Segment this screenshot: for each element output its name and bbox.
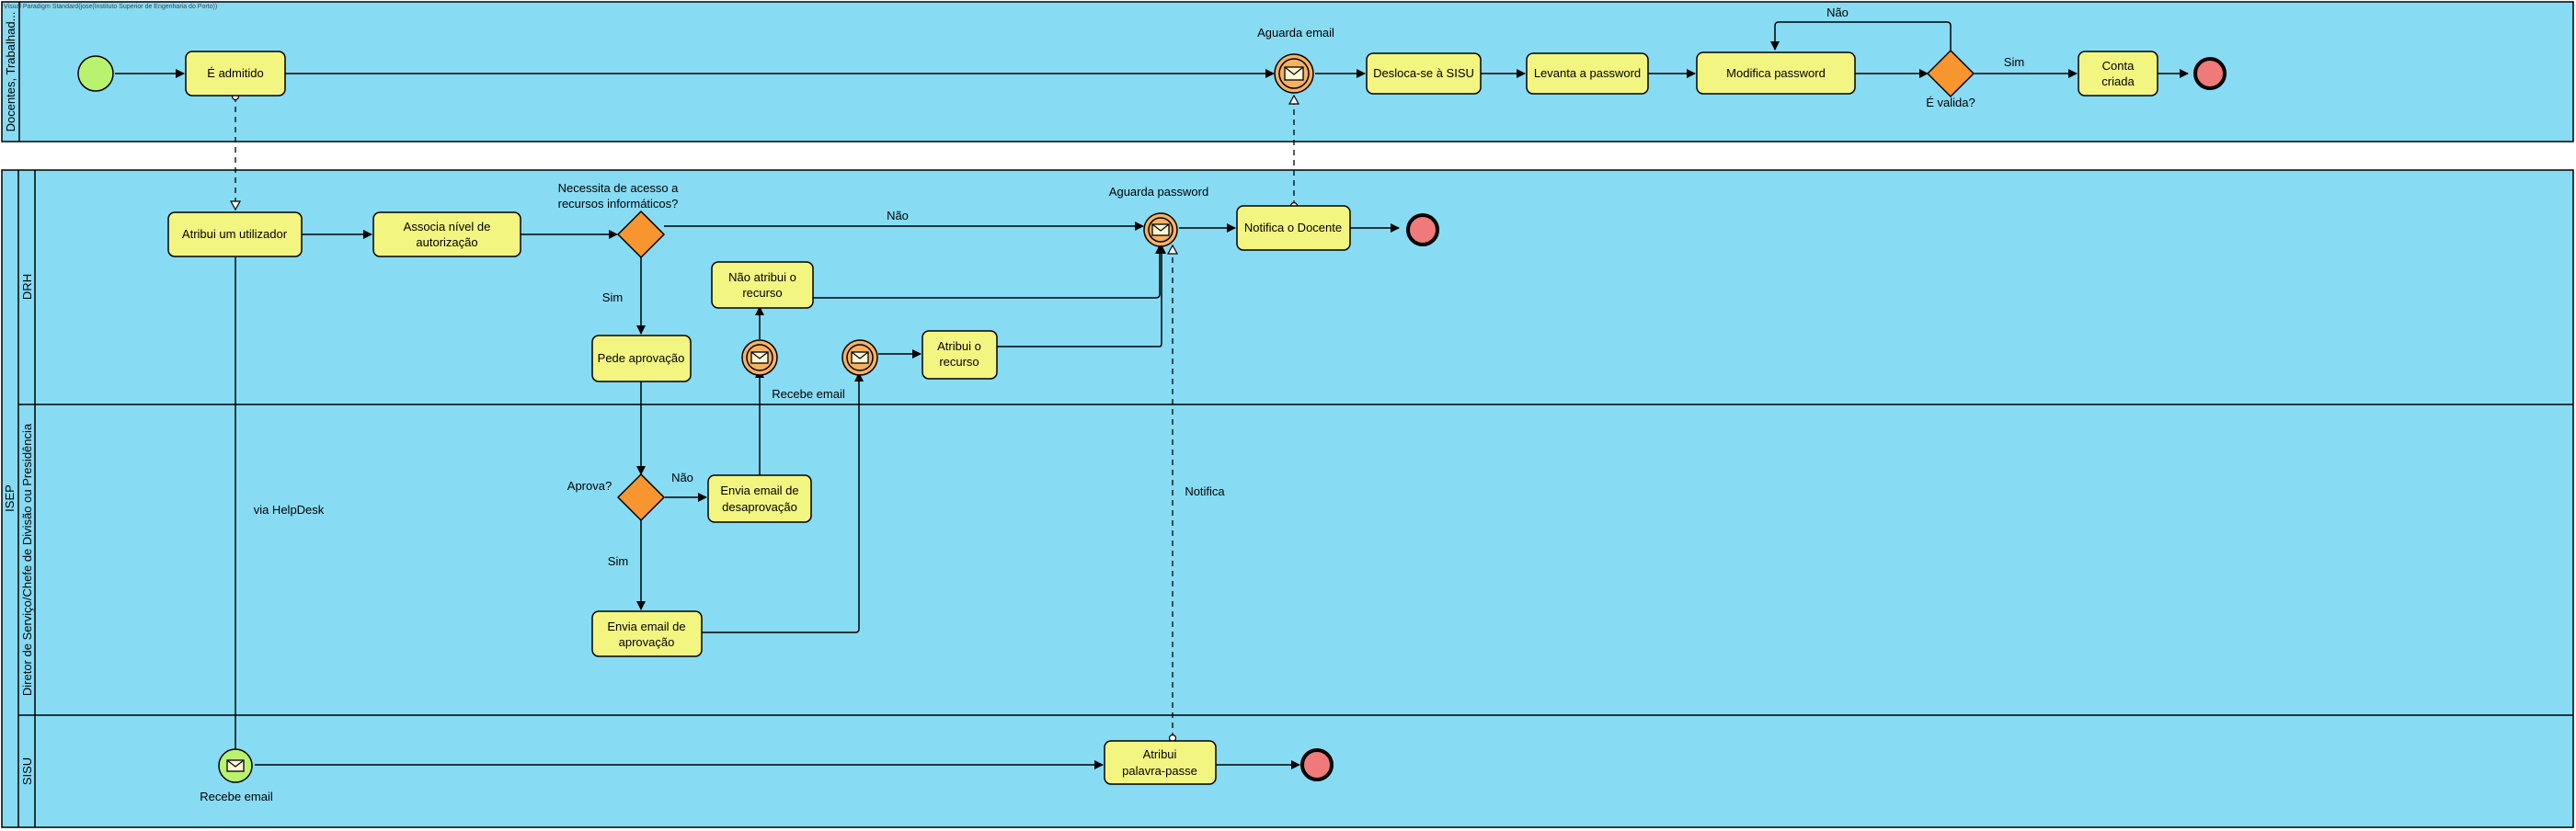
label-necessita-line2: recursos informáticos? [558, 197, 679, 211]
label-e-valida: É valida? [1926, 96, 1975, 109]
lane-drh-label: DRH [20, 274, 34, 300]
pool-isep-label: ISEP [3, 484, 17, 512]
label-via-helpdesk: via HelpDesk [254, 503, 325, 517]
task-atribui-palavra-passe[interactable]: Atribui palavra-passe [1104, 740, 1217, 785]
message-event-recebe-email-2[interactable] [841, 339, 878, 376]
svg-text:Notifica o Docente: Notifica o Docente [1244, 221, 1342, 234]
message-flows [233, 92, 1298, 743]
svg-text:Conta: Conta [2102, 59, 2135, 73]
pool-docentes-label: Docentes, Trabalhad... [4, 12, 17, 132]
end-event-docentes[interactable] [2193, 57, 2227, 90]
label-necessita-line1: Necessita de acesso a [558, 181, 680, 195]
sequence-flows [115, 21, 2189, 769]
task-conta-criada[interactable]: Conta criada [2078, 51, 2158, 97]
lane-diretor-label: Diretor de Serviço/Chefe de Divisão ou P… [20, 423, 34, 696]
svg-text:Atribui o: Atribui o [937, 339, 981, 353]
label-aguarda-email: Aguarda email [1257, 26, 1334, 40]
svg-text:palavra-passe: palavra-passe [1122, 764, 1197, 778]
task-notifica-docente[interactable]: Notifica o Docente [1236, 205, 1351, 251]
svg-text:Atribui um utilizador: Atribui um utilizador [182, 227, 288, 241]
svg-text:Associa nível de: Associa nível de [404, 220, 491, 233]
label-aguarda-password: Aguarda password [1109, 185, 1208, 199]
message-event-recebe-email-1[interactable] [741, 339, 778, 376]
message-event-aguarda-email[interactable] [1274, 53, 1314, 94]
svg-text:Modifica password: Modifica password [1726, 66, 1826, 80]
task-envia-aprovacao[interactable]: Envia email de aprovação [591, 610, 703, 657]
label-sim-top: Sim [2004, 55, 2024, 69]
task-associa-nivel[interactable]: Associa nível de autorização [372, 211, 521, 257]
start-event[interactable] [77, 55, 114, 92]
label-sim-drh: Sim [602, 290, 623, 304]
svg-text:Envia email de: Envia email de [607, 620, 685, 633]
label-nao-dir: Não [671, 471, 693, 484]
task-desloca-sisu[interactable]: Desloca-se à SISU [1366, 52, 1482, 95]
task-nao-atribui-recurso[interactable]: Não atribui o recurso [711, 261, 814, 309]
task-e-admitido[interactable]: É admitido [185, 51, 286, 97]
svg-text:Envia email de: Envia email de [720, 484, 798, 497]
task-levanta-password[interactable]: Levanta a password [1526, 52, 1649, 95]
label-sim-dir: Sim [608, 554, 628, 568]
task-envia-desaprovacao[interactable]: Envia email de desaprovação [707, 474, 812, 523]
svg-text:desaprovação: desaprovação [722, 500, 797, 514]
svg-text:recurso: recurso [939, 355, 979, 369]
message-event-aguarda-password[interactable] [1143, 212, 1178, 247]
svg-text:autorização: autorização [416, 235, 477, 249]
svg-text:Levanta a password: Levanta a password [1534, 66, 1641, 80]
end-event-sisu[interactable] [1300, 748, 1334, 781]
label-recebe-email-mid: Recebe email [772, 387, 845, 401]
task-atribui-recurso[interactable]: Atribui o recurso [922, 330, 998, 380]
header-caption: Visual Paradigm Standard(jose(Instituto … [4, 4, 217, 10]
svg-text:aprovação: aprovação [619, 635, 675, 649]
label-notifica: Notifica [1185, 484, 1225, 498]
end-event-drh[interactable] [1406, 213, 1439, 246]
svg-text:Atribui: Atribui [1143, 747, 1177, 761]
label-nao-drh: Não [887, 209, 909, 222]
task-modifica-password[interactable]: Modifica password [1696, 51, 1856, 95]
label-nao-top: Não [1826, 6, 1849, 19]
message-start-event-sisu[interactable] [218, 748, 253, 783]
task-atribui-utilizador[interactable]: Atribui um utilizador [167, 211, 303, 257]
svg-text:criada: criada [2101, 74, 2135, 88]
svg-text:recurso: recurso [742, 286, 782, 300]
lane-sisu-label: SISU [20, 757, 34, 785]
task-pede-aprovacao[interactable]: Pede aprovação [591, 335, 692, 382]
gateway-aprova[interactable] [616, 472, 666, 522]
svg-text:É admitido: É admitido [207, 66, 263, 80]
label-aprova: Aprova? [567, 479, 612, 493]
pool-isep: ISEP DRH Diretor de Serviço/Chefe de Div… [1, 169, 2574, 828]
svg-text:Não atribui o: Não atribui o [728, 270, 796, 284]
gateway-e-valida[interactable] [1926, 49, 1975, 98]
svg-text:Desloca-se à SISU: Desloca-se à SISU [1373, 66, 1474, 80]
gateway-necessita-acesso[interactable] [616, 210, 666, 259]
pool-isep-body [1, 169, 2574, 828]
svg-text:Pede aprovação: Pede aprovação [598, 351, 685, 365]
label-recebe-email-sisu: Recebe email [200, 790, 273, 803]
